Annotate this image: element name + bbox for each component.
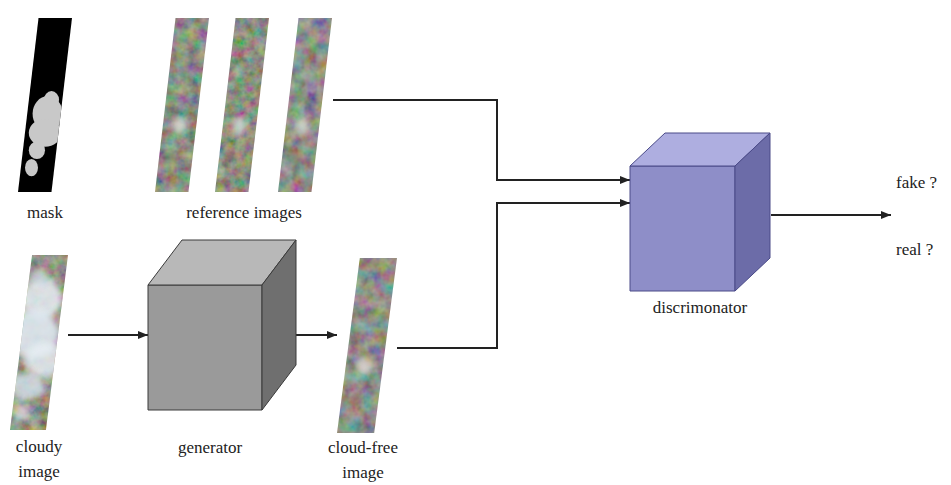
- terrain: [332, 253, 402, 438]
- terrain: [210, 13, 274, 197]
- image-patch: [307, 75, 313, 82]
- image-patch: [296, 117, 309, 134]
- connector-arrow: [333, 100, 630, 180]
- mask-region: [44, 91, 59, 108]
- image-patch: [244, 75, 250, 82]
- cube-front: [148, 285, 262, 410]
- image-patch: [184, 75, 190, 82]
- node-label: cloud-free image: [318, 435, 408, 485]
- output-arrow: [771, 214, 891, 216]
- satellite-image: [332, 253, 402, 438]
- connector-arrow: [397, 203, 630, 348]
- image-patch: [357, 358, 371, 376]
- node-label: reference images: [144, 200, 344, 225]
- mask-ground: [18, 18, 72, 192]
- discriminator-block: discrimonator: [630, 133, 770, 320]
- cloudy-image: cloudy image: [10, 255, 68, 484]
- mask-region: [25, 159, 38, 176]
- terrain: [273, 13, 337, 197]
- node-label: mask: [5, 200, 85, 225]
- node-shape: [10, 255, 68, 430]
- satellite-image: [18, 18, 72, 192]
- node-shape: [155, 18, 333, 192]
- node-label: discrimonator: [625, 295, 775, 320]
- image-patch: [10, 372, 45, 400]
- cube-side: [262, 240, 296, 410]
- satellite-image: [273, 13, 337, 197]
- output-label: real ?: [896, 237, 933, 262]
- node-shape: [337, 258, 397, 433]
- image-patch: [173, 117, 186, 134]
- image-patch: [25, 343, 66, 378]
- generator-block: generator: [148, 240, 296, 460]
- mask-region: [29, 142, 45, 159]
- satellite-image: [5, 250, 73, 435]
- terrain: [150, 13, 214, 197]
- node-shape: [18, 18, 72, 192]
- connector-arrow: [68, 334, 148, 336]
- node-shape: [630, 133, 770, 291]
- cube-front: [630, 166, 735, 291]
- image-patch: [167, 152, 176, 162]
- connector-arrow: [296, 334, 337, 336]
- node-label: generator: [150, 435, 270, 460]
- reference-images: reference images: [155, 18, 333, 225]
- cube-side: [735, 133, 770, 291]
- cloud-free-image: cloud-free image: [337, 258, 397, 485]
- mask-image: mask: [18, 18, 72, 225]
- image-patch: [30, 267, 47, 285]
- image-patch: [369, 316, 376, 323]
- image-patch: [350, 393, 360, 404]
- satellite-image: [210, 13, 274, 197]
- image-patch: [290, 152, 299, 162]
- image-patch: [227, 152, 236, 162]
- satellite-image: [150, 13, 214, 197]
- node-label: cloudy image: [4, 434, 74, 484]
- output-label: fake ?: [896, 170, 937, 195]
- terrain: [5, 250, 73, 435]
- node-shape: [148, 240, 296, 410]
- image-patch: [233, 117, 246, 134]
- image-patch: [13, 404, 30, 422]
